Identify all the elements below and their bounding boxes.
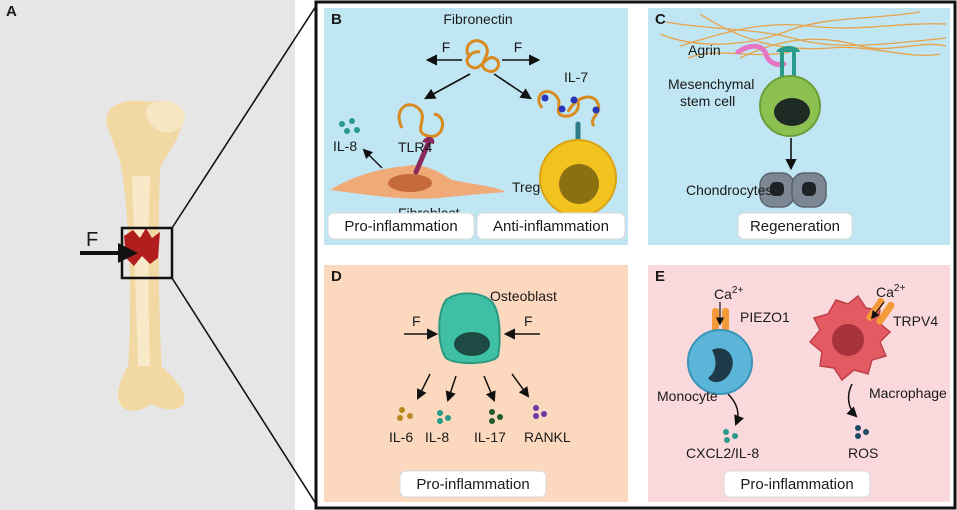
il17-dots — [489, 409, 503, 424]
arrow-to-il17 — [483, 375, 496, 402]
il8-dots-b — [339, 118, 360, 134]
caption-pro-inflammation-e: Pro-inflammation — [740, 476, 853, 493]
panel-a: A F — [0, 0, 319, 510]
treg-label: Treg — [512, 179, 540, 195]
panel-e-background — [648, 265, 950, 502]
caption-box-b-right — [476, 212, 626, 240]
tlr4-head — [422, 136, 435, 144]
osteoblast-force-label-right: F — [524, 313, 533, 329]
panel-e-letter: E — [655, 268, 665, 285]
il8-label-d: IL-8 — [425, 429, 449, 445]
chondrocytes-label: Chondrocytes — [686, 182, 772, 198]
macrophage-nucleus — [832, 324, 864, 356]
monocyte-nucleus — [708, 348, 733, 383]
osteoblast-nucleus — [454, 332, 490, 356]
ca-influx-arrow-macrophage — [870, 301, 885, 320]
caption-box-c — [737, 212, 853, 240]
arrow-to-treg — [493, 73, 532, 100]
il17-label: IL-17 — [474, 429, 506, 445]
fibronectin-il7-left — [537, 90, 580, 118]
msc-label-line2: stem cell — [680, 93, 735, 109]
arrow-to-il8 — [362, 148, 383, 169]
caption-pro-inflammation-d: Pro-inflammation — [416, 476, 529, 493]
panel-c-letter: C — [655, 11, 666, 28]
panel-a-letter: A — [6, 3, 17, 20]
osteoblast-label: Osteoblast — [490, 288, 557, 304]
fibronectin-fiber — [465, 39, 500, 73]
zoom-line-top — [171, 2, 319, 229]
trpv4-channel — [866, 297, 895, 325]
rankl-dots — [533, 405, 547, 419]
fibronectin-label: Fibronectin — [443, 11, 512, 27]
osteoblast-force-label-left: F — [412, 313, 421, 329]
cxcl-dots — [723, 429, 738, 443]
il7-label: IL-7 — [564, 69, 588, 85]
ros-label: ROS — [848, 445, 878, 461]
fibroblast-nucleus — [388, 174, 432, 192]
caption-box-b-left — [327, 212, 475, 240]
il7-dots — [541, 94, 600, 114]
ca-label-macrophage: Ca2+ — [876, 283, 905, 300]
caption-regeneration: Regeneration — [750, 218, 840, 235]
panel-b-letter: B — [331, 11, 342, 28]
trpv4-label: TRPV4 — [893, 313, 938, 329]
msc-label-line1: Mesenchymal — [668, 76, 754, 92]
panel-b: B Fibronectin F F TLR4 Fibroblast IL-8 — [324, 8, 628, 245]
ca-label-monocyte: Ca2+ — [714, 285, 743, 302]
cxcl-label: CXCL2/IL-8 — [686, 445, 759, 461]
femur-bone — [106, 100, 185, 411]
arrow-to-il8-d — [445, 375, 457, 402]
panel-c: C Agrin Mesenchymal stem cell Cho — [648, 8, 950, 245]
force-label-right: F — [514, 39, 523, 55]
caption-box-e — [723, 470, 871, 498]
il8-dots-d — [437, 410, 451, 424]
piezo1-channel — [712, 308, 729, 332]
msc-nucleus — [774, 98, 810, 126]
caption-pro-inflammation-b: Pro-inflammation — [344, 218, 457, 235]
il6-dots — [397, 407, 413, 421]
macrophage-label: Macrophage — [869, 385, 947, 401]
piezo1-label: PIEZO1 — [740, 309, 790, 325]
ecm-fibers — [659, 11, 947, 59]
force-label-left: F — [442, 39, 451, 55]
zoom-line-bottom — [171, 277, 319, 508]
chondrocyte-cells — [759, 172, 827, 208]
agrin-receptor — [776, 46, 800, 82]
caption-anti-inflammation-b: Anti-inflammation — [493, 218, 609, 235]
panel-d: D Osteoblast F F IL-6 IL-8 IL-17 RANKL P… — [324, 265, 628, 502]
arrow-to-ros — [846, 383, 858, 418]
tlr4-receptor — [413, 141, 431, 175]
arrow-to-cxcl — [727, 393, 744, 426]
ros-dots — [855, 425, 869, 439]
agrin-label: Agrin — [688, 42, 721, 58]
caption-box-d — [399, 470, 547, 498]
monocyte-label: Monocyte — [657, 388, 718, 404]
treg-nucleus — [559, 164, 599, 204]
arrow-to-tlr4 — [424, 73, 471, 100]
agrin-protein — [735, 43, 787, 67]
arrow-to-il6 — [417, 373, 431, 400]
panel-d-letter: D — [331, 268, 342, 285]
il8-label-b: IL-8 — [333, 138, 357, 154]
rankl-label: RANKL — [524, 429, 571, 445]
fibronectin-on-tlr4 — [397, 103, 444, 138]
panel-a-force-label: F — [86, 229, 98, 251]
arrow-to-rankl — [511, 373, 530, 398]
tlr4-label: TLR4 — [398, 139, 432, 155]
il6-label: IL-6 — [389, 429, 413, 445]
panel-e: E Ca2+ PIEZO1 Monocyte CXCL2/IL-8 Ca2+ T… — [648, 265, 950, 502]
